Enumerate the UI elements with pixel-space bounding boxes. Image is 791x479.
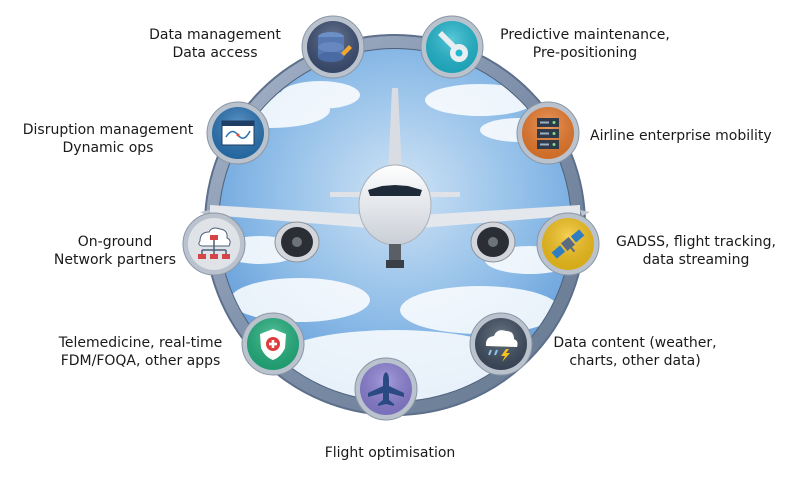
label-line: Predictive maintenance, [500, 27, 670, 43]
label-line: FDM/FOQA, other apps [60, 353, 221, 369]
disruption-management-node [206, 101, 270, 165]
label-gadss: GADSS, flight tracking, data streaming [606, 233, 786, 269]
label-line: Network partners [53, 252, 177, 268]
label-airline-mobility: Airline enterprise mobility [590, 127, 780, 145]
medical-shield-icon [260, 329, 286, 360]
data-content-node [469, 312, 533, 376]
label-line: Airline enterprise mobility [590, 128, 772, 144]
label-line: Data management [149, 27, 281, 43]
label-line: Dynamic ops [62, 140, 154, 156]
label-line: data streaming [642, 252, 750, 268]
cloud-network-icon [198, 227, 231, 259]
label-data-content: Data content (weather, charts, other dat… [545, 334, 725, 370]
airplane-photo [200, 88, 590, 268]
label-line: Data access [172, 45, 258, 61]
satellite-icon [551, 229, 585, 259]
airline-mobility-node [516, 101, 580, 165]
storm-cloud-icon [485, 330, 518, 362]
label-line: GADSS, flight tracking, [615, 234, 776, 250]
label-flight-optimisation: Flight optimisation [305, 444, 475, 462]
label-line: Telemedicine, real-time [58, 335, 223, 351]
label-line: Disruption management [22, 122, 194, 138]
dashboard-chart-icon [221, 120, 255, 146]
label-predictive-maintenance: Predictive maintenance, Pre-positioning [495, 26, 675, 62]
server-rack-icon [537, 118, 559, 149]
label-line: Pre-positioning [532, 45, 638, 61]
predictive-maintenance-node [420, 15, 484, 79]
label-line: Data content (weather, [553, 335, 717, 351]
gadss-node [536, 212, 600, 276]
on-ground-node [182, 212, 246, 276]
label-line: charts, other data) [569, 353, 701, 369]
label-telemedicine: Telemedicine, real-time FDM/FOQA, other … [48, 334, 233, 370]
flight-optimisation-node [354, 357, 418, 421]
label-line: On-ground [77, 234, 153, 250]
label-disruption-management: Disruption management Dynamic ops [18, 121, 198, 157]
database-icon [318, 32, 352, 62]
airplane-icon [368, 372, 404, 406]
label-on-ground: On-ground Network partners [50, 233, 180, 269]
label-data-management: Data management Data access [145, 26, 285, 62]
wrench-icon [438, 31, 468, 62]
label-line: Flight optimisation [324, 445, 456, 461]
telemedicine-node [241, 312, 305, 376]
data-management-node [301, 15, 365, 79]
